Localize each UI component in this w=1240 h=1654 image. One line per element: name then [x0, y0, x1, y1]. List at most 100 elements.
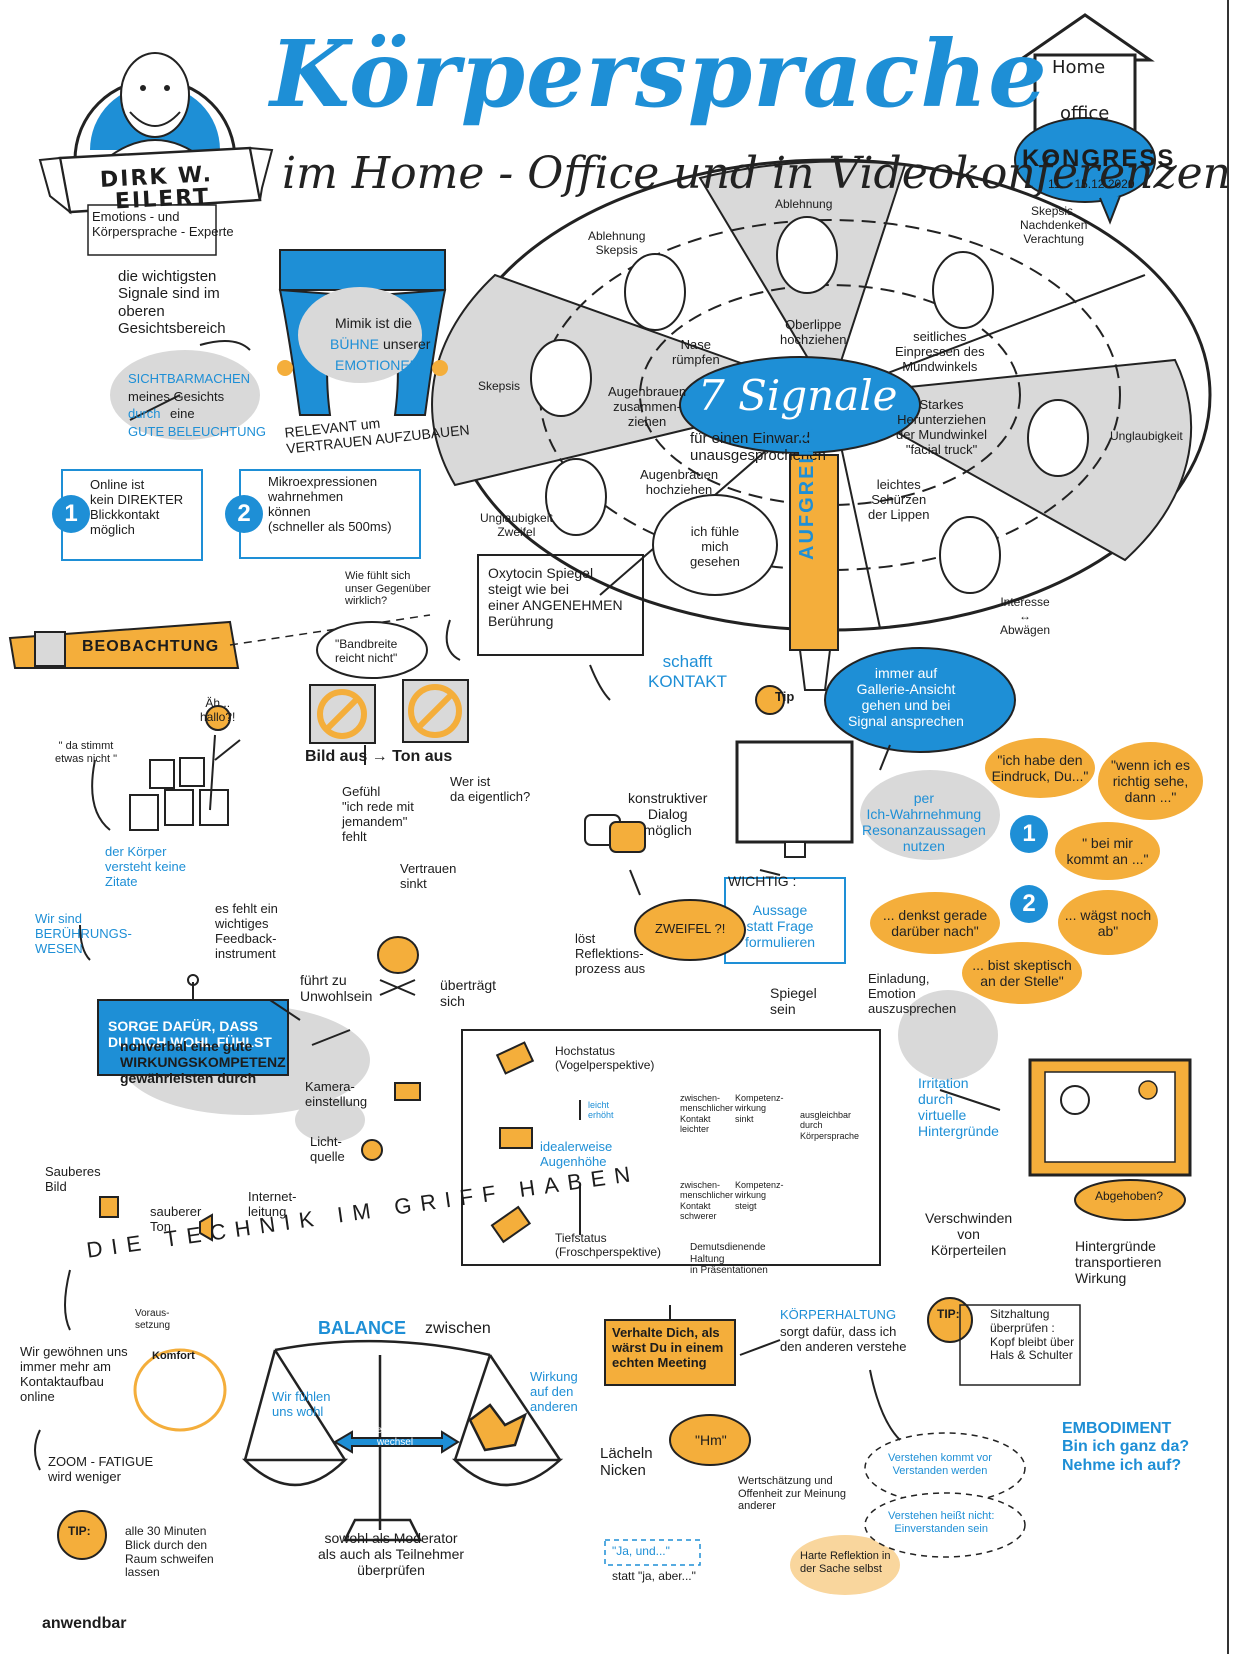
sichtbar-4: eine — [170, 406, 195, 421]
audience-sketch — [129, 705, 241, 831]
sichtbar-2: meines Gesichts — [128, 389, 225, 404]
balance-left: Wir fühlen uns wohl — [272, 1389, 331, 1419]
aufgreifen-label: AUFGREIFEN — [796, 410, 818, 560]
stage-text-4: EMOTIONEN — [335, 357, 420, 373]
zweifel-cloud: ZWEIFEL ?! — [655, 921, 726, 936]
harte-text: Harte Reflektion in der Sache selbst — [800, 1550, 891, 1575]
tip-galerie-label: Tip — [775, 689, 795, 704]
abgehoben-text: Abgehoben? — [1095, 1189, 1164, 1203]
signals-text: die wichtigsten Signale sind im oberen G… — [118, 268, 226, 337]
face-1-label: Ablehnung Skepsis — [588, 229, 646, 257]
kompetenz-steigt: Kompetenz- wirkung steigt — [735, 1180, 784, 1211]
bulb-icons — [57, 685, 973, 1560]
face-1-desc: Nase rümpfen — [672, 337, 720, 367]
einladung-text: Einladung, Emotion auszusprechen — [868, 971, 957, 1016]
bild-text: Sauberes Bild — [45, 1164, 101, 1194]
embodiment-text: EMBODIMENT Bin ich ganz da? Nehme ich au… — [1062, 1420, 1190, 1474]
augenhoehe-text: idealerweise Augenhöhe — [540, 1139, 613, 1169]
spiegel-text: Spiegel sein — [770, 985, 817, 1018]
bandwidth-icons — [309, 621, 469, 744]
bandbreite-text: "Bandbreite reicht nicht" — [335, 637, 398, 665]
licht-text: Licht- quelle — [310, 1134, 345, 1164]
gewoehnen-text: Wir gewöhnen uns immer mehr am Kontaktau… — [20, 1344, 128, 1404]
face-6-desc: Augenbrauen hochziehen — [640, 467, 719, 497]
koerperhaltung-label: KÖRPERHALTUNG — [780, 1307, 897, 1322]
point-2-text: Mikroexpressionen wahrnehmen können (sch… — [268, 474, 392, 534]
feedback-text: es fehlt ein wichtiges Feedback- instrum… — [215, 901, 278, 961]
aussage-text: Aussage statt Frage formulieren — [745, 902, 816, 951]
face-4-desc: Augenbrauen zusammen- ziehen — [608, 384, 687, 429]
loest-text: löst Reflektions- prozess aus — [575, 931, 646, 976]
aeh-bubble: Äh... hallo?! — [200, 696, 236, 724]
face-2-label: Ablehnung — [775, 197, 833, 211]
transport-text: Hintergründe transportieren Wirkung — [1075, 1238, 1162, 1287]
vertrauen-text: Vertrauen sinkt — [400, 861, 457, 891]
gallery-monitor — [735, 740, 854, 858]
page-title: Körpersprache — [270, 20, 1048, 128]
ton-text: sauberer Ton — [150, 1204, 202, 1234]
demut-text: Demutsdienende Haltung in Präsentationen — [690, 1242, 768, 1276]
komfort-icon — [133, 1348, 227, 1432]
ich-wahrnehmung-text: per Ich-Wahrnehmung Resonanzaussagen nut… — [862, 790, 986, 855]
dialog-text: konstruktiver Dialog möglich — [628, 790, 708, 839]
beruehrung-text: Wir sind BERÜHRUNGS- WESEN — [35, 911, 132, 956]
sichtbar-1: SICHTBARMACHEN — [128, 371, 251, 386]
seen-cloud: ich fühle mich gesehen — [690, 524, 740, 569]
house-line2: office — [1060, 103, 1110, 124]
wichtig-label: WICHTIG : — [728, 873, 797, 889]
leicht-erhoeht-text: leicht erhöht — [588, 1100, 614, 1121]
face-4-label: Skepsis — [478, 379, 521, 393]
congress-name: KONGRESS — [1022, 145, 1176, 172]
hm-bubble: "Hm" — [695, 1432, 727, 1448]
tip-bottom-left-text: alle 30 Minuten Blick durch den Raum sch… — [125, 1524, 214, 1580]
stage-text-3: unserer — [383, 336, 431, 352]
koerper-text: der Körper versteht keine Zitate — [105, 844, 186, 889]
congress-dates: 11. - 15.12.2020 — [1048, 177, 1135, 191]
verhalte-text: Verhalte Dich, als wärst Du in einem ech… — [612, 1325, 724, 1370]
sichtbar-5: GUTE BELEUCHTUNG — [128, 424, 266, 439]
verschwinden-text: Verschwinden von Körperteilen — [925, 1210, 1013, 1259]
face-5-desc: Starkes Herunterziehen der Mundwinkel "f… — [896, 397, 988, 457]
telescope — [8, 614, 431, 669]
perspektivwechsel-text: Perspektiv- wechsel — [370, 1425, 421, 1448]
point-1-text: Online ist kein DIREKTER Blickkontakt mö… — [90, 477, 184, 537]
kontakt-leichter: zwischen- menschlicher Kontakt leichter — [680, 1093, 734, 1135]
house-line1: Home — [1052, 57, 1106, 78]
resonance-bubble-4: ... denkst gerade darüber nach" — [870, 892, 1000, 954]
verstehen-1: Verstehen kommt vor Verstanden werden — [888, 1452, 992, 1477]
statt-text: statt "ja, aber..." — [612, 1569, 696, 1583]
stage-text-1: Mimik ist die — [335, 315, 413, 331]
tip-meeting-label: TIP: — [937, 1307, 960, 1321]
connector-arrows — [34, 340, 1001, 1471]
resonance-bubble-2: "wenn ich es richtig sehe, dann ..." — [1098, 742, 1203, 820]
voraussetzung-text: Voraus- setzung — [135, 1308, 171, 1331]
sorgt-text: sorgt dafür, dass ich den anderen verste… — [780, 1324, 907, 1354]
balance-title-2: zwischen — [425, 1320, 491, 1337]
zoom-text: ZOOM - FATIGUE wird weniger — [48, 1454, 154, 1484]
kompetenz-sinkt: Kompetenz- wirkung sinkt — [735, 1093, 784, 1124]
gefuehl-text: Gefühl "ich rede mit jemandem" fehlt — [342, 784, 414, 844]
balance-title: BALANCE — [318, 1318, 406, 1338]
galerie-text: immer auf Gallerie-Ansicht gehen und bei… — [848, 665, 964, 730]
face-7-label: Interesse ↔ Abwägen — [1000, 595, 1051, 637]
camera-icons — [99, 1041, 535, 1244]
face-6-label: Unglaubigkeit Zweifel — [480, 511, 553, 539]
home-office-house — [1014, 13, 1156, 225]
ja-und-text: "Ja, und..." — [612, 1544, 670, 1558]
speaker-role: Emotions - und Körpersprache - Experte — [92, 209, 234, 239]
sorge-text: SORGE DAFÜR, DASS DU DICH WOHL FÜHLST — [108, 1018, 272, 1051]
kontakt-schwerer: zwischen- menschlicher Kontakt schwerer — [680, 1180, 734, 1222]
gegenueber-question: Wie fühlt sich unser Gegenüber wirklich? — [345, 570, 431, 608]
oxytocin-text: Oxytocin Spiegel steigt wie bei einer AN… — [488, 565, 623, 630]
balance-right: Wirkung auf den anderen — [530, 1369, 578, 1414]
signals-center-sub: für einen Einwand unausgesprochenen — [690, 430, 826, 465]
stage-text-2: BÜHNE — [330, 336, 380, 352]
wirkung-text: nonverbal eine gute WIRKUNGSKOMPETENZ ge… — [120, 1038, 286, 1087]
num-2-right: 2 — [1010, 885, 1048, 923]
signals-center-title: 7 Signale — [698, 371, 898, 420]
sichtbar-3: durch — [128, 406, 161, 421]
tiefstatus-text: Tiefstatus (Froschperspektive) — [555, 1231, 662, 1259]
ausgleichbar-text: ausgleichbar durch Körpersprache — [800, 1110, 860, 1141]
resonance-bubble-6: ... bist skeptisch an der Stelle" — [962, 942, 1082, 1004]
kamera-text: Kamera- einstellung — [305, 1079, 368, 1109]
